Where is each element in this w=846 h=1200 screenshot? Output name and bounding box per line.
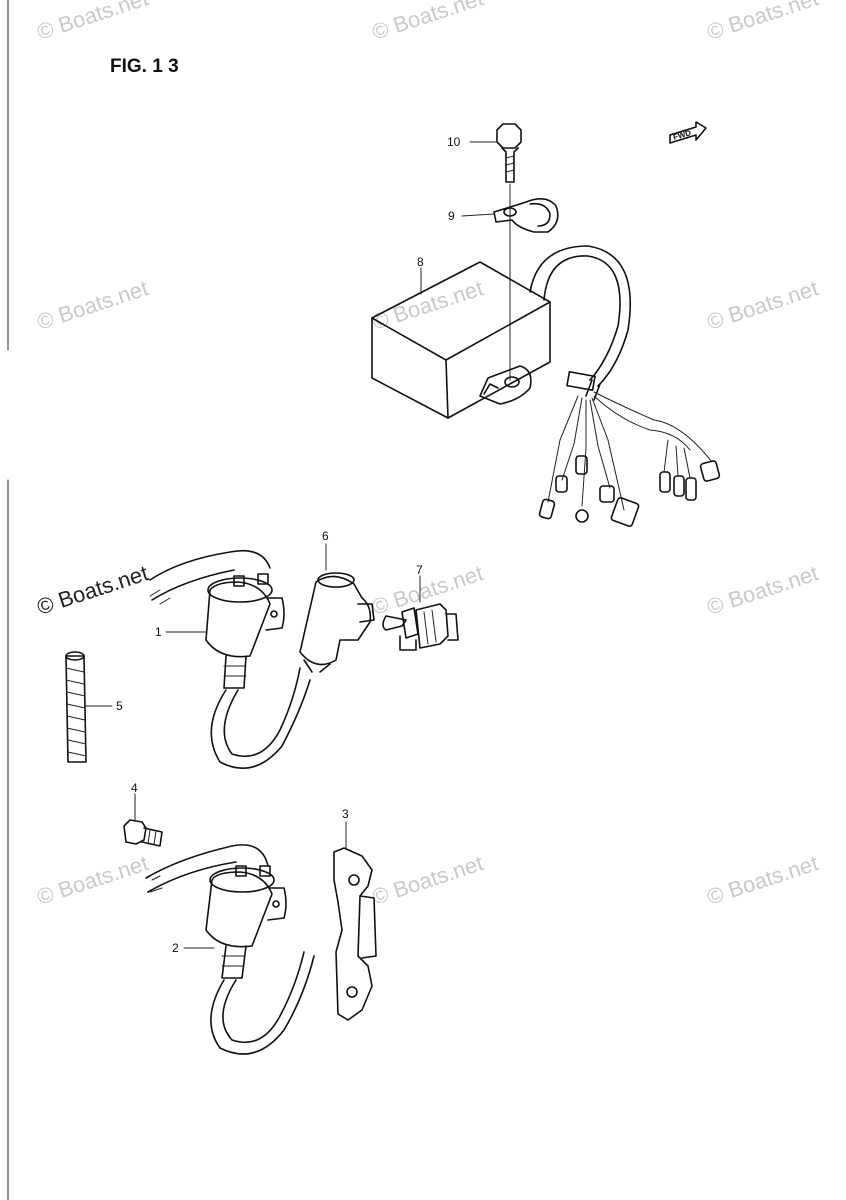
ignition-coil-part-2 xyxy=(145,844,315,1055)
plug-cap-part-6 xyxy=(299,572,375,673)
watermark-text: © Boats.net xyxy=(34,275,151,334)
figure-title: FIG. 1 3 xyxy=(110,56,179,77)
ignition-coil-part-1 xyxy=(149,549,311,770)
callout-5: 5 xyxy=(116,699,123,713)
bolt-part-10 xyxy=(496,123,522,183)
callout-9: 9 xyxy=(448,209,455,223)
wire-harness xyxy=(529,245,721,527)
callout-6: 6 xyxy=(322,529,329,543)
cdi-unit-part-8 xyxy=(371,261,551,419)
callout-8: 8 xyxy=(417,255,424,269)
watermark-text: © Boats.net xyxy=(704,560,821,619)
leader-line xyxy=(461,213,495,217)
clamp-part-9 xyxy=(493,198,559,233)
watermark-text: © Boats.net xyxy=(704,850,821,909)
bracket-part-3 xyxy=(333,847,377,1021)
callout-4: 4 xyxy=(131,781,138,795)
watermark-text: © Boats.net xyxy=(34,560,151,619)
protective-tube-part-5 xyxy=(65,651,87,763)
spark-plug-part-7 xyxy=(382,603,459,651)
watermarks: © Boats.net © Boats.net © Boats.net © Bo… xyxy=(34,0,821,910)
watermark-text: © Boats.net xyxy=(369,0,486,45)
watermark-text: © Boats.net xyxy=(704,275,821,334)
callout-7: 7 xyxy=(416,563,423,577)
watermark-text: © Boats.net xyxy=(369,560,486,619)
fwd-arrow-icon: FWD xyxy=(669,121,707,144)
watermark-text: © Boats.net xyxy=(704,0,821,45)
callout-3: 3 xyxy=(342,807,349,821)
bolt-part-4 xyxy=(123,819,163,847)
callout-2: 2 xyxy=(172,941,179,955)
watermark-text: © Boats.net xyxy=(369,850,486,909)
watermark-text: © Boats.net xyxy=(34,0,151,45)
watermark-text: © Boats.net xyxy=(34,850,151,909)
callout-10: 10 xyxy=(447,135,461,149)
callout-1: 1 xyxy=(155,625,162,639)
